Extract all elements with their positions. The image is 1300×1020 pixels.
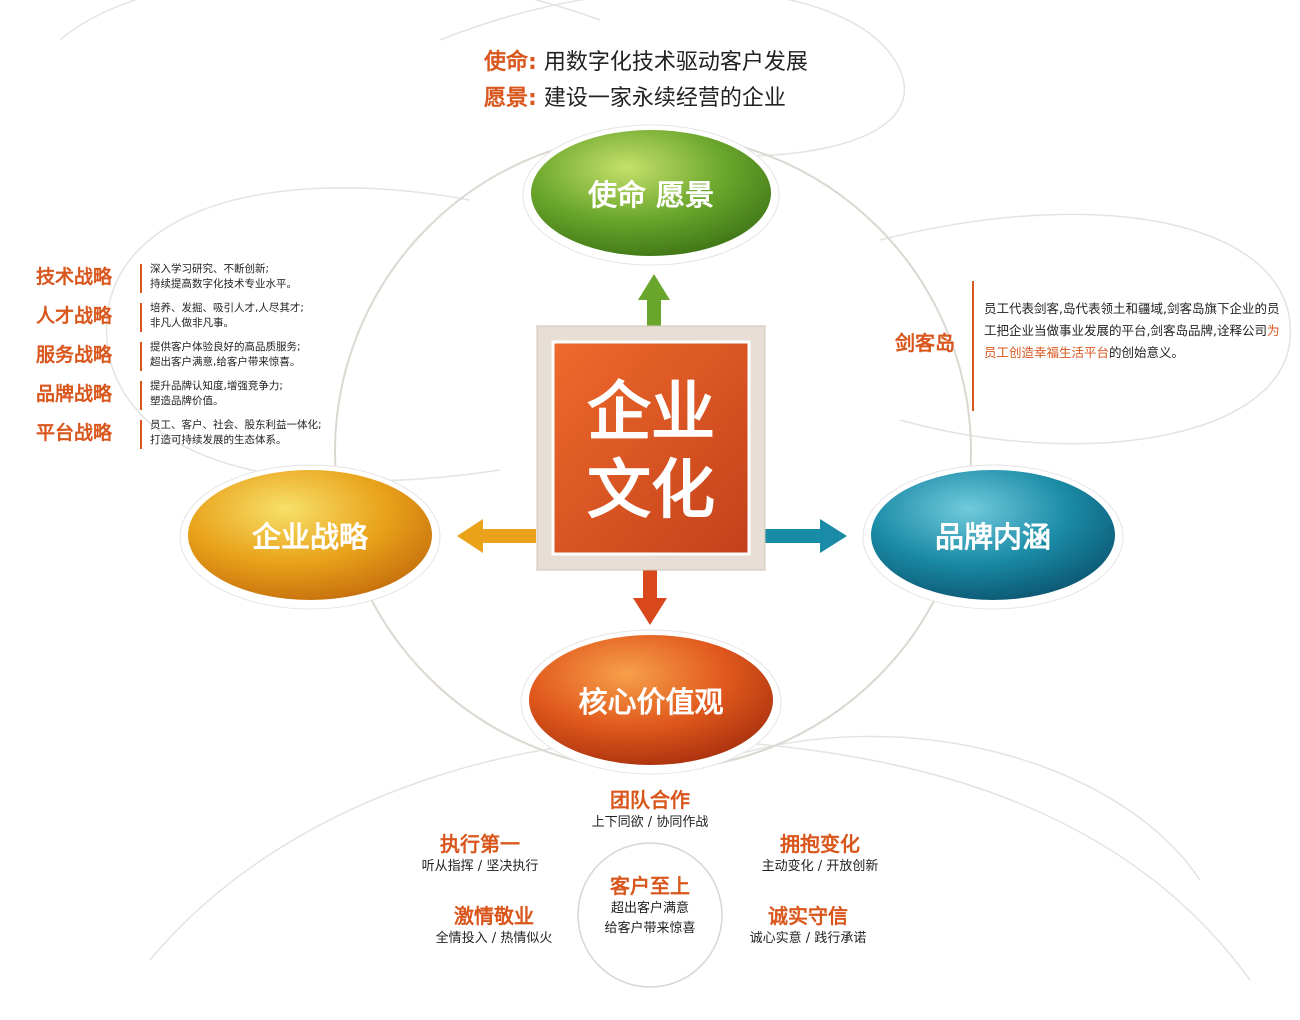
center-title-line2: 文化 bbox=[587, 454, 715, 528]
strategy-item: 品牌战略 提升品牌认知度,增强竞争力; 塑造品牌价值。 bbox=[36, 377, 356, 416]
strategy-desc-line: 打造可持续发展的生态体系。 bbox=[150, 434, 287, 446]
strategy-title: 平台战略 bbox=[36, 422, 113, 444]
node-brand: 品牌内涵 bbox=[862, 464, 1124, 610]
mission-text: 用数字化技术驱动客户发展 bbox=[543, 50, 808, 75]
value-passion: 激情敬业 全情投入 / 热情似火 bbox=[404, 903, 584, 949]
node-brand-label: 品牌内涵 bbox=[935, 520, 1051, 554]
value-change: 拥抱变化 主动变化 / 开放创新 bbox=[730, 831, 910, 877]
value-desc: 超出客户满意 bbox=[610, 901, 689, 916]
value-execution: 执行第一 听从指挥 / 坚决执行 bbox=[390, 831, 570, 877]
strategy-desc-line: 塑造品牌价值。 bbox=[150, 395, 224, 407]
strategy-item: 人才战略 培养、发掘、吸引人才,人尽其才; 非凡人做非凡事。 bbox=[36, 299, 356, 338]
strategy-desc-line: 非凡人做非凡事。 bbox=[150, 317, 234, 329]
strategy-divider bbox=[140, 342, 142, 371]
strategy-title: 品牌战略 bbox=[36, 383, 113, 405]
value-title: 执行第一 bbox=[440, 832, 520, 856]
strategy-desc-line: 提升品牌认知度,增强竞争力; bbox=[150, 380, 283, 392]
strategy-desc-line: 持续提高数字化技术专业水平。 bbox=[150, 278, 297, 290]
customer-circle bbox=[577, 842, 723, 988]
center-title-line1: 企业 bbox=[587, 376, 715, 450]
node-strategy-label: 企业战略 bbox=[252, 520, 369, 554]
strategy-item: 平台战略 员工、客户、社会、股东利益一体化; 打造可持续发展的生态体系。 bbox=[36, 416, 356, 455]
strategy-desc: 提供客户体验良好的高品质服务; 超出客户满意,给客户带来惊喜。 bbox=[150, 340, 301, 370]
strategy-item: 技术战略 深入学习研究、不断创新; 持续提高数字化技术专业水平。 bbox=[36, 260, 356, 299]
value-title: 拥抱变化 bbox=[780, 832, 860, 856]
value-desc: 全情投入 / 热情似火 bbox=[435, 931, 553, 946]
strategy-desc: 提升品牌认知度,增强竞争力; 塑造品牌价值。 bbox=[150, 379, 283, 409]
brand-text-end: 的创始意义。 bbox=[1109, 345, 1185, 360]
vision-line: 愿景: 建设一家永续经营的企业 bbox=[484, 81, 808, 117]
node-core-values: 核心价值观 bbox=[520, 629, 782, 775]
brand-text-highlight: 为员工创造幸福生活平台 bbox=[984, 323, 1280, 360]
strategy-desc-line: 培养、发掘、吸引人才,人尽其才; bbox=[150, 302, 304, 314]
vision-key: 愿景: bbox=[484, 86, 537, 111]
value-title: 客户至上 bbox=[610, 874, 690, 898]
value-title: 团队合作 bbox=[610, 788, 690, 812]
node-mission-vision: 使命 愿景 bbox=[522, 124, 780, 266]
strategy-title: 人才战略 bbox=[36, 305, 113, 327]
strategy-divider bbox=[140, 303, 142, 332]
arrow-down bbox=[633, 562, 667, 625]
arrows bbox=[457, 274, 847, 625]
value-desc: 给客户带来惊喜 bbox=[604, 921, 696, 936]
strategy-divider bbox=[140, 264, 142, 293]
brand-title: 剑客岛 bbox=[895, 331, 955, 355]
brand-divider bbox=[972, 281, 974, 411]
value-desc: 诚心实意 / 践行承诺 bbox=[749, 931, 867, 946]
brand-description: 员工代表剑客,岛代表领土和疆域,剑客岛旗下企业的员工把企业当做事业发展的平台,剑… bbox=[984, 298, 1284, 364]
value-desc: 听从指挥 / 坚决执行 bbox=[421, 859, 539, 874]
mission-vision-block: 使命: 用数字化技术驱动客户发展 愿景: 建设一家永续经营的企业 bbox=[484, 45, 808, 117]
strategy-divider bbox=[140, 420, 142, 449]
arrow-right bbox=[764, 519, 847, 553]
strategy-title: 技术战略 bbox=[36, 266, 113, 288]
strategy-title: 服务战略 bbox=[36, 344, 113, 366]
strategy-desc-line: 深入学习研究、不断创新; bbox=[150, 263, 270, 275]
node-strategy: 企业战略 bbox=[179, 464, 441, 610]
value-customer: 客户至上 超出客户满意 给客户带来惊喜 bbox=[560, 873, 740, 939]
value-title: 激情敬业 bbox=[454, 904, 534, 928]
strategy-desc: 深入学习研究、不断创新; 持续提高数字化技术专业水平。 bbox=[150, 262, 297, 292]
value-desc: 上下同欲 / 协同作战 bbox=[591, 815, 709, 830]
arrow-left bbox=[457, 519, 536, 553]
mission-key: 使命: bbox=[484, 50, 537, 75]
node-mission-vision-label: 使命 愿景 bbox=[587, 178, 714, 212]
background-arcs bbox=[59, 0, 1292, 981]
node-core-values-label: 核心价值观 bbox=[578, 685, 723, 719]
strategy-desc-line: 提供客户体验良好的高品质服务; bbox=[150, 341, 301, 353]
arrow-up bbox=[638, 274, 670, 335]
strategy-list: 技术战略 深入学习研究、不断创新; 持续提高数字化技术专业水平。 人才战略 培养… bbox=[36, 260, 356, 455]
value-title: 诚实守信 bbox=[768, 904, 848, 928]
value-teamwork: 团队合作 上下同欲 / 协同作战 bbox=[560, 787, 740, 833]
brand-text-plain: 员工代表剑客,岛代表领土和疆域,剑客岛旗下企业的员工把企业当做事业发展的平台,剑… bbox=[984, 301, 1280, 338]
strategy-item: 服务战略 提供客户体验良好的高品质服务; 超出客户满意,给客户带来惊喜。 bbox=[36, 338, 356, 377]
strategy-desc: 员工、客户、社会、股东利益一体化; 打造可持续发展的生态体系。 bbox=[150, 418, 322, 448]
value-desc: 主动变化 / 开放创新 bbox=[761, 859, 879, 874]
strategy-desc: 培养、发掘、吸引人才,人尽其才; 非凡人做非凡事。 bbox=[150, 301, 304, 331]
strategy-desc-line: 员工、客户、社会、股东利益一体化; bbox=[150, 419, 322, 431]
strategy-divider bbox=[140, 381, 142, 410]
mission-line: 使命: 用数字化技术驱动客户发展 bbox=[484, 45, 808, 81]
vision-text: 建设一家永续经营的企业 bbox=[543, 86, 786, 111]
center-box: 企业 文化 bbox=[536, 325, 766, 571]
strategy-desc-line: 超出客户满意,给客户带来惊喜。 bbox=[150, 356, 301, 368]
value-integrity: 诚实守信 诚心实意 / 践行承诺 bbox=[718, 903, 898, 949]
